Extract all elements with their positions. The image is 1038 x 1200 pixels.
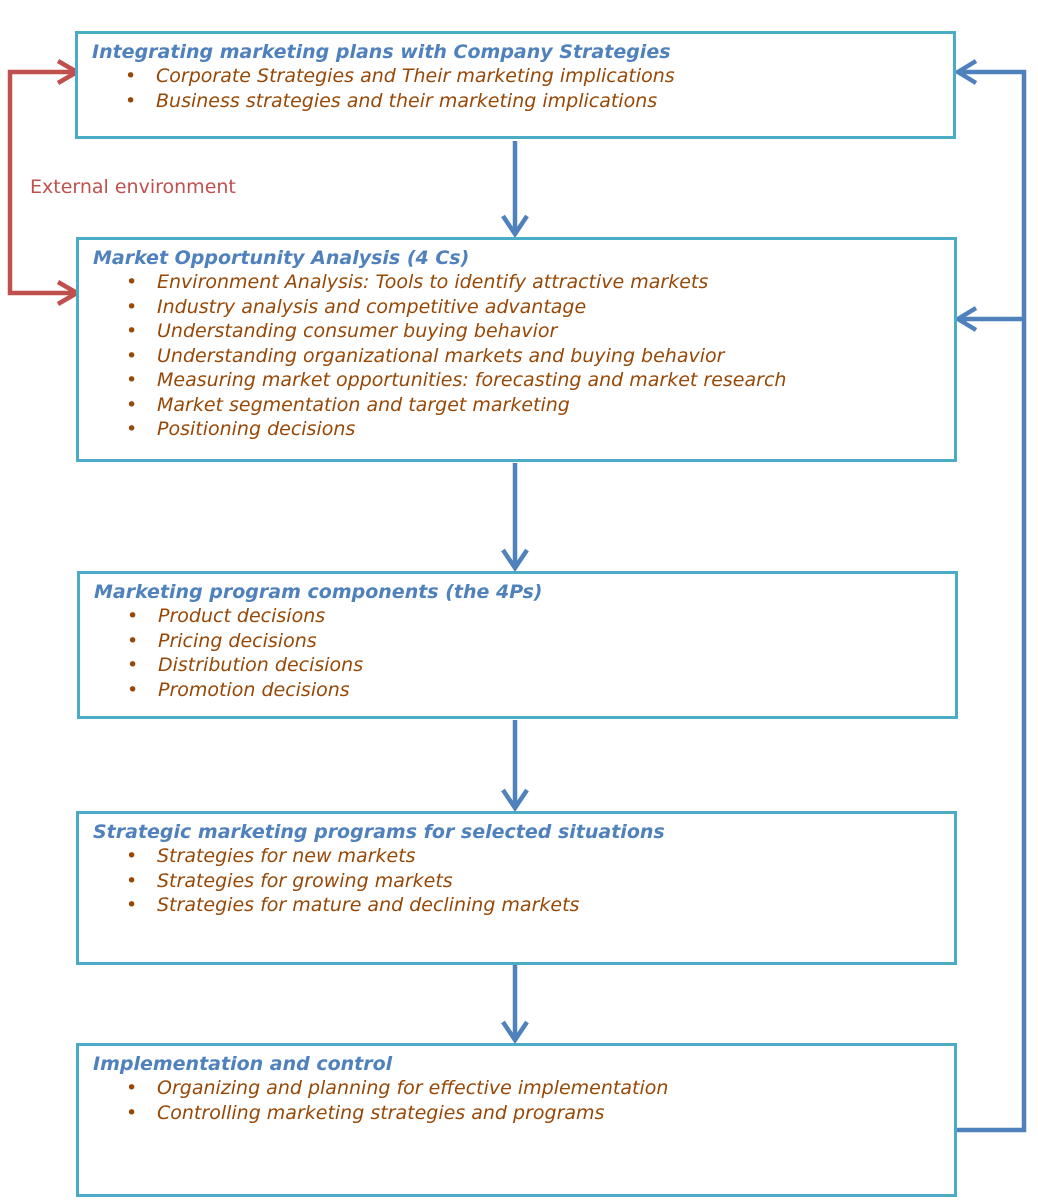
bullet-icon: • — [126, 894, 138, 916]
flow-arrow-4 — [501, 965, 529, 1045]
list-item: • Product decisions — [94, 604, 955, 629]
item-text: Organizing and planning for effective im… — [157, 1077, 669, 1099]
item-text: Distribution decisions — [158, 654, 364, 676]
box-strategic-programs: Strategic marketing programs for selecte… — [76, 811, 957, 965]
box-market-opportunity: Market Opportunity Analysis (4 Cs) • Envi… — [76, 237, 957, 462]
item-text: Measuring market opportunities: forecast… — [157, 369, 787, 391]
bullet-icon: • — [127, 678, 139, 701]
item-text: Pricing decisions — [158, 629, 317, 652]
box-title: Implementation and control — [93, 1053, 393, 1075]
flow-arrow-3 — [501, 720, 529, 813]
item-text: Promotion decisions — [158, 678, 350, 701]
item-text: Positioning decisions — [157, 418, 356, 440]
item-text: Environment Analysis: Tools to identify … — [157, 271, 709, 293]
list-item: • Understanding organizational markets an… — [93, 344, 954, 369]
box-title: Marketing program components (the 4Ps) — [94, 581, 543, 603]
box-title: Strategic marketing programs for selecte… — [93, 821, 665, 843]
bullet-icon: • — [126, 1101, 138, 1124]
item-text: Industry analysis and competitive advant… — [157, 295, 587, 318]
list-item: • Controlling marketing strategies and pr… — [93, 1101, 954, 1126]
box-implementation-control: Implementation and control • Organizing a… — [76, 1043, 957, 1197]
bullet-icon: • — [126, 393, 138, 416]
item-text: Product decisions — [158, 605, 326, 627]
flow-arrows — [501, 141, 529, 1045]
feedback-arrowhead-top — [953, 59, 978, 85]
box-title: Integrating marketing plans with Company… — [92, 41, 671, 63]
item-list: • Product decisions • Pricing decisions • D… — [94, 604, 955, 702]
feedback-line — [957, 69, 1027, 1133]
feedback-loop — [953, 59, 1027, 1133]
bullet-icon: • — [127, 605, 139, 627]
item-text: Strategies for new markets — [157, 845, 416, 867]
bullet-icon: • — [126, 869, 138, 892]
list-item: • Understanding consumer buying behavior — [93, 319, 954, 344]
list-item: • Promotion decisions — [94, 678, 955, 703]
external-bracket-line — [7, 69, 76, 296]
bullet-icon: • — [126, 845, 138, 867]
item-text: Strategies for mature and declining mark… — [157, 894, 580, 916]
item-list: • Strategies for new markets • Strategies … — [93, 844, 954, 918]
item-text: Corporate Strategies and Their marketing… — [156, 65, 675, 87]
list-item: • Corporate Strategies and Their marketin… — [92, 64, 953, 89]
list-item: • Strategies for growing markets — [93, 869, 954, 894]
bullet-icon: • — [126, 320, 138, 342]
list-item: • Strategies for new markets — [93, 844, 954, 869]
item-text: Business strategies and their marketing … — [156, 89, 658, 112]
list-item: • Strategies for mature and declining mar… — [93, 893, 954, 918]
bullet-icon: • — [126, 1077, 138, 1099]
flow-arrow-2 — [501, 463, 529, 573]
list-item: • Measuring market opportunities: forecas… — [93, 368, 954, 393]
external-environment-label: External environment — [30, 176, 236, 198]
list-item: • Pricing decisions — [94, 629, 955, 654]
flow-arrow-1 — [501, 141, 529, 239]
feedback-arrowhead-mid — [953, 306, 978, 332]
list-item: • Environment Analysis: Tools to identify… — [93, 270, 954, 295]
item-text: Understanding organizational markets and… — [157, 344, 725, 367]
list-item: • Positioning decisions — [93, 417, 954, 442]
box-program-components: Marketing program components (the 4Ps) •… — [77, 571, 958, 719]
item-text: Controlling marketing strategies and pro… — [157, 1101, 605, 1124]
list-item: • Industry analysis and competitive advan… — [93, 295, 954, 320]
bullet-icon: • — [127, 654, 139, 676]
bullet-icon: • — [126, 418, 138, 440]
bullet-icon: • — [127, 629, 139, 652]
bullet-icon: • — [125, 89, 137, 112]
list-item: • Organizing and planning for effective i… — [93, 1076, 954, 1101]
bullet-icon: • — [125, 65, 137, 87]
item-text: Market segmentation and target marketing — [157, 393, 570, 416]
item-list: • Organizing and planning for effective i… — [93, 1076, 954, 1125]
bullet-icon: • — [126, 369, 138, 391]
bullet-icon: • — [126, 271, 138, 293]
list-item: • Distribution decisions — [94, 653, 955, 678]
bullet-icon: • — [126, 344, 138, 367]
item-list: • Environment Analysis: Tools to identify… — [93, 270, 954, 442]
box-title: Market Opportunity Analysis (4 Cs) — [93, 247, 470, 269]
bullet-icon: • — [126, 295, 138, 318]
item-text: Understanding consumer buying behavior — [157, 320, 558, 342]
list-item: • Business strategies and their marketing… — [92, 89, 953, 114]
box-integrating-plans: Integrating marketing plans with Company… — [75, 31, 956, 139]
item-list: • Corporate Strategies and Their marketin… — [92, 64, 953, 113]
item-text: Strategies for growing markets — [157, 869, 453, 892]
list-item: • Market segmentation and target marketin… — [93, 393, 954, 418]
